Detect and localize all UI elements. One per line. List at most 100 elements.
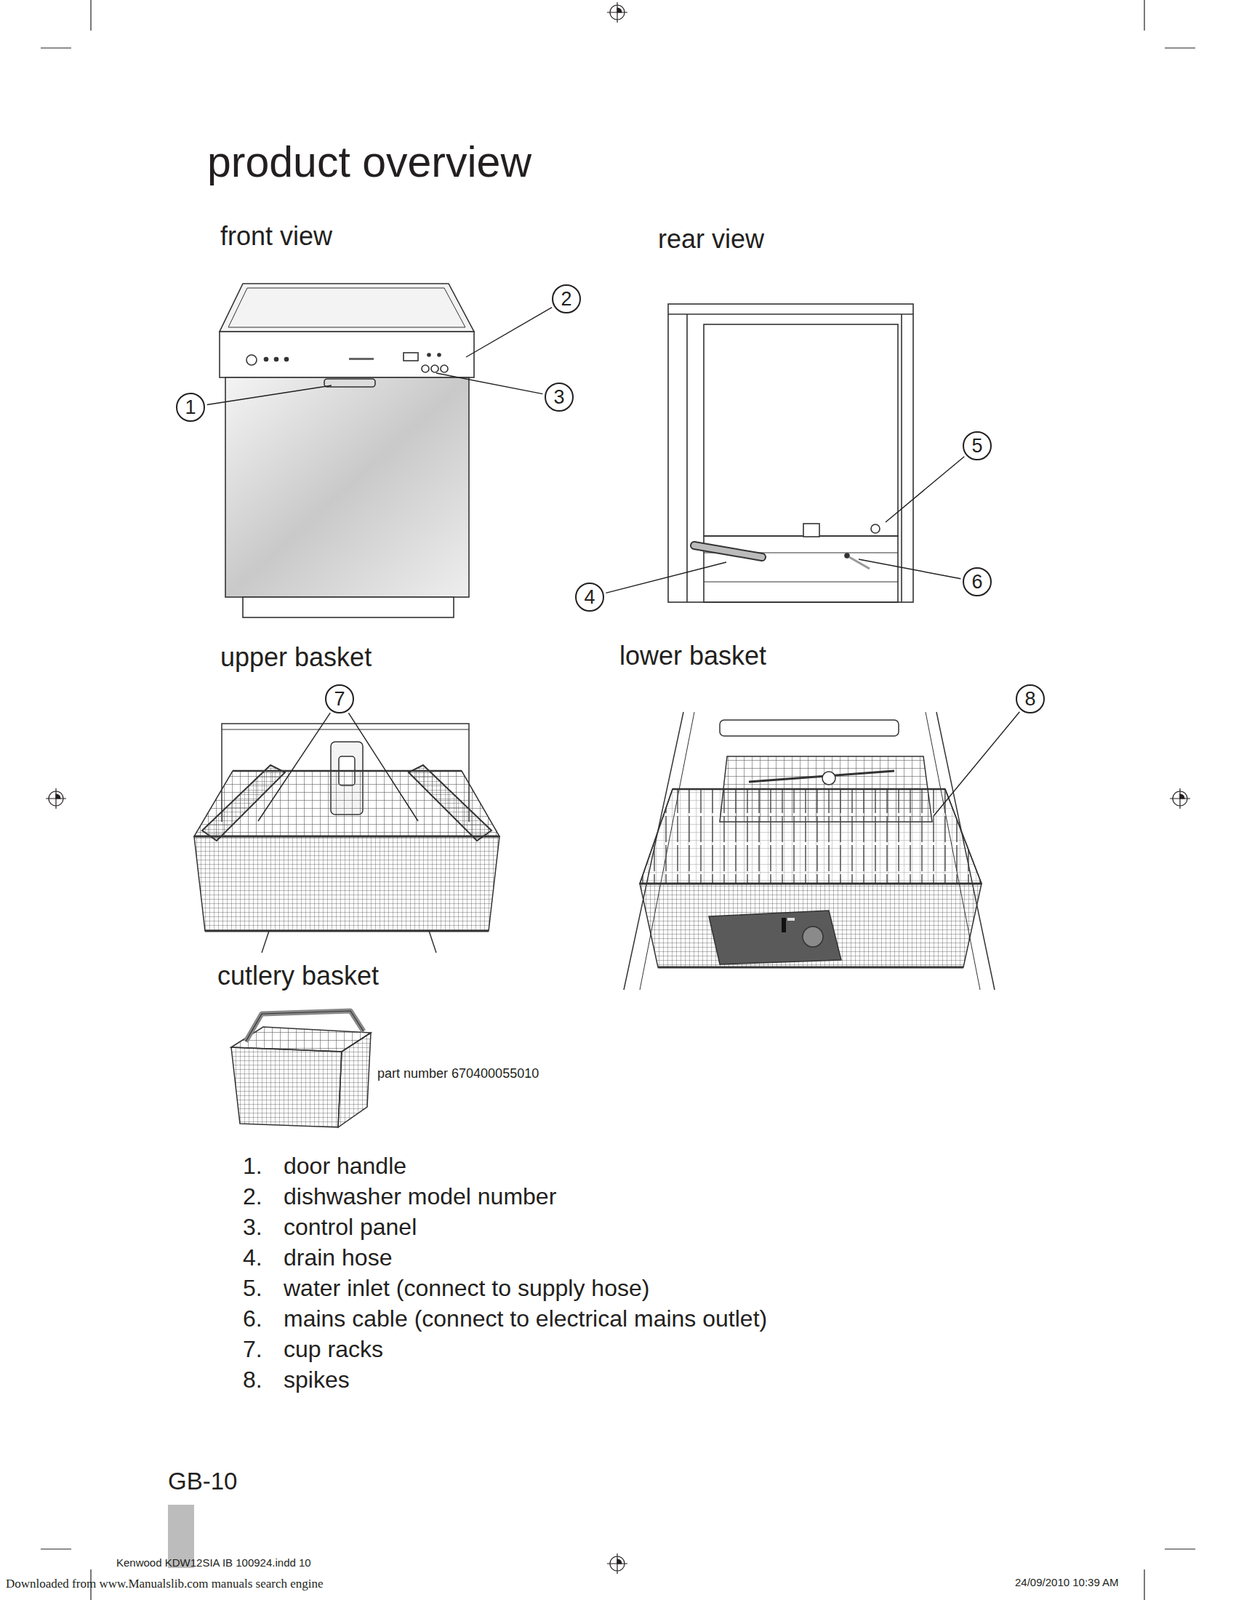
rear-dishwasher-part — [900, 314, 903, 603]
callout-number: 1 — [184, 397, 196, 418]
registration-marks-part — [607, 2, 628, 23]
upper-basket-figure-part — [194, 836, 500, 931]
upper-basket-figure — [194, 723, 500, 953]
front-dishwasher-part — [437, 353, 441, 357]
front-dishwasher-part — [348, 357, 374, 360]
leader-lines — [207, 307, 1021, 821]
rear-dishwasher-part — [849, 556, 870, 569]
list-number: 8. — [242, 1365, 263, 1394]
list-number: 2. — [242, 1182, 263, 1210]
lower-basket-figure-part — [781, 917, 786, 933]
list-item: mains cable (connect to electrical mains… — [283, 1304, 768, 1332]
rear-dishwasher — [668, 303, 914, 603]
rear-dishwasher-part — [668, 313, 914, 315]
registration-marks-part-part — [617, 1558, 622, 1564]
section-heading: upper basket — [220, 641, 372, 673]
leader-line — [858, 559, 961, 579]
lower-basket-figure-part — [657, 966, 964, 969]
cutlery-basket-figure-part — [231, 1046, 342, 1127]
leader-line — [207, 385, 332, 405]
list-item: control panel — [283, 1212, 417, 1241]
lower-basket-figure-part — [639, 883, 982, 967]
part-number: part number 670400055010 — [377, 1065, 539, 1082]
registration-marks-part — [45, 788, 67, 809]
rear-dishwasher-part — [703, 324, 898, 536]
upper-basket-figure-part — [202, 764, 286, 841]
front-dishwasher-part — [403, 352, 419, 361]
leader-line — [258, 712, 331, 821]
upper-basket-figure-part — [408, 764, 492, 841]
upper-basket-figure-part — [261, 930, 270, 953]
registration-marks-part-part — [607, 2, 628, 23]
front-dishwasher-part — [285, 357, 289, 362]
callout-circle: 6 — [962, 567, 992, 597]
callout-circle: 4 — [575, 582, 605, 612]
lower-basket-figure-part — [787, 917, 795, 921]
callout-circle: 5 — [962, 431, 992, 461]
registration-marks — [45, 2, 1191, 1574]
front-dishwasher-part — [431, 364, 439, 373]
download-footer: Downloaded from www.Manualslib.com manua… — [5, 1576, 324, 1591]
list-number: 5. — [242, 1273, 263, 1302]
registration-marks-part-part — [55, 793, 61, 799]
front-dishwasher-part — [242, 596, 454, 618]
callout-number: 6 — [971, 572, 983, 592]
registration-marks-part-part — [617, 7, 622, 13]
crop-marks-part — [90, 0, 91, 31]
callout-number: 3 — [553, 387, 565, 408]
section-heading: cutlery basket — [217, 959, 379, 991]
front-dishwasher-part — [219, 283, 475, 332]
crop-marks-part — [1164, 1547, 1196, 1549]
crop-marks-part — [1143, 1568, 1145, 1600]
front-dishwasher-part — [427, 353, 431, 357]
cutlery-basket-figure-part — [245, 1010, 364, 1042]
leader-line — [466, 307, 552, 357]
registration-marks-part — [1169, 788, 1191, 809]
crop-marks-part — [40, 47, 72, 48]
callout-number: 8 — [1024, 689, 1036, 709]
section-heading: lower basket — [619, 639, 767, 672]
list-number: 1. — [242, 1151, 263, 1180]
callout-number: 7 — [333, 689, 345, 709]
page-number: GB-10 — [167, 1466, 238, 1496]
registration-marks-part-part — [1169, 788, 1191, 809]
print-slug: Kenwood KDW12SIA IB 100924.indd 10 — [116, 1555, 312, 1569]
rear-dishwasher-part — [694, 545, 762, 557]
lower-basket-figure — [623, 711, 995, 990]
registration-marks-part-part — [607, 1552, 628, 1574]
rear-dishwasher-part — [694, 545, 762, 557]
lower-basket-figure-part — [639, 788, 982, 884]
upper-basket-figure-part — [428, 930, 437, 953]
front-dishwasher — [219, 283, 475, 618]
lower-basket-figure-part — [672, 788, 946, 791]
leader-line — [933, 711, 1020, 816]
callout-circle: 1 — [175, 392, 206, 422]
callout-circle: 2 — [551, 284, 581, 314]
list-number: 7. — [242, 1334, 263, 1363]
crop-marks-part — [1143, 0, 1145, 31]
leader-line — [885, 456, 965, 523]
rear-dishwasher-part — [844, 553, 850, 558]
callout-circle: 7 — [324, 684, 355, 714]
front-dishwasher-part — [219, 331, 475, 378]
lower-basket-figure-part — [708, 910, 842, 965]
front-dishwasher-part — [225, 377, 469, 597]
front-dishwasher-part — [274, 357, 279, 362]
crop-marks-part — [1164, 47, 1196, 48]
leader-line — [436, 372, 543, 395]
front-dishwasher-part — [228, 287, 466, 328]
rear-dishwasher-part — [668, 303, 914, 603]
list-number: 4. — [242, 1243, 263, 1271]
front-dishwasher-part — [440, 364, 448, 373]
front-dishwasher-part — [421, 364, 429, 373]
list-item: dishwasher model number — [283, 1182, 557, 1210]
list-item: drain hose — [283, 1243, 392, 1271]
section-heading: rear view — [657, 223, 765, 255]
callout-circle: 8 — [1015, 684, 1045, 714]
list-item: cup racks — [283, 1334, 384, 1363]
cutlery-basket-figure — [231, 1010, 371, 1127]
crop-marks — [40, 0, 1196, 1600]
rear-dishwasher-part — [871, 524, 880, 533]
